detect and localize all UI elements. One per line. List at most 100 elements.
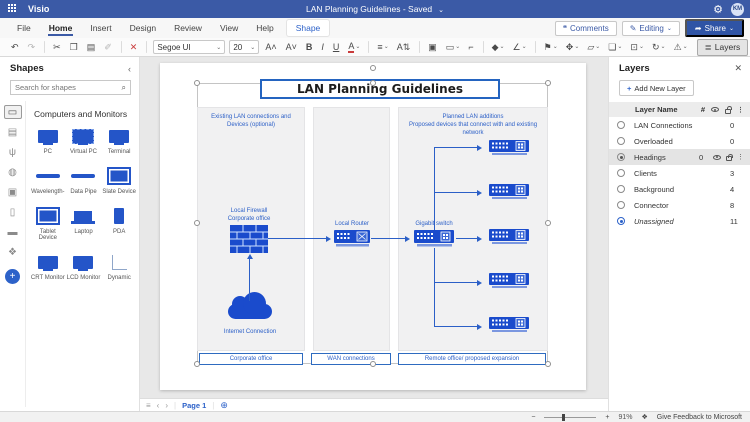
zoom-out-button[interactable]: − (531, 413, 536, 421)
grow-font[interactable]: A˄ (265, 41, 277, 52)
footer-remote-office[interactable]: Remote office/ proposed expansion (398, 353, 546, 365)
shape-item[interactable]: Dynamic (101, 253, 137, 281)
change-shape[interactable]: ⚠⌄ (673, 41, 688, 52)
gigabit-switch-shape[interactable] (413, 230, 455, 250)
connector-firewall-router[interactable] (268, 238, 328, 239)
app-launcher-icon[interactable] (8, 4, 18, 14)
stencil-pill[interactable]: ▬ (7, 226, 18, 238)
cut[interactable]: ✂ (53, 41, 61, 52)
connector[interactable]: ⌐ (468, 41, 474, 52)
tab-help[interactable]: Help (256, 23, 274, 33)
connector-router-switch[interactable] (371, 238, 407, 239)
tab-home[interactable]: Home (40, 20, 82, 36)
branch-line[interactable] (456, 238, 478, 239)
Clients[interactable]: Clients 3 ⋮ (609, 165, 750, 181)
selection-handle[interactable] (370, 80, 376, 86)
drawing-page[interactable]: LAN Planning Guidelines Existing LAN con… (160, 63, 586, 390)
more-options-icon[interactable]: ⋮ (737, 154, 744, 161)
collapse-panel-icon[interactable]: ‹ (128, 63, 131, 74)
avatar[interactable]: KM (731, 2, 744, 16)
layer-radio[interactable] (617, 153, 625, 161)
tab-design[interactable]: Design (129, 23, 157, 33)
Connector[interactable]: Connector 8 ⋮ (609, 197, 750, 213)
arrange[interactable]: ❏⌄ (608, 41, 623, 52)
router-shape[interactable] (333, 230, 371, 250)
feedback-link[interactable]: Give Feedback to Microsoft (656, 413, 742, 421)
selection-handle[interactable] (545, 80, 551, 86)
tab-view[interactable]: View (219, 23, 239, 33)
text-direction[interactable]: A⇅ (396, 41, 411, 52)
selection-handle[interactable] (370, 361, 376, 367)
document-title[interactable]: LAN Planning Guidelines - Saved⌄ (305, 4, 445, 14)
footer-corporate-office[interactable]: Corporate office (199, 353, 303, 365)
fit-to-window-icon[interactable]: ❖ (641, 414, 648, 421)
drawing-canvas[interactable]: LAN Planning Guidelines Existing LAN con… (140, 57, 608, 398)
shape-item[interactable]: Slate Device (101, 167, 137, 195)
gear-icon[interactable]: ⚙ (713, 3, 723, 16)
layer-radio[interactable] (617, 185, 625, 193)
shape-item[interactable]: PDA (101, 207, 137, 241)
internet-cloud-shape[interactable] (228, 292, 272, 319)
page-menu-icon[interactable]: ≡ (146, 400, 151, 410)
zoom-slider[interactable] (544, 413, 597, 421)
switch-shape[interactable] (488, 228, 530, 247)
fill-color[interactable]: ◆⌄ (491, 41, 505, 52)
layer-radio[interactable] (617, 201, 625, 209)
switch-shape[interactable] (488, 317, 530, 335)
Headings[interactable]: Headings 0 ⋮ (609, 149, 750, 165)
comments-button[interactable]: ❝Comments (554, 20, 617, 36)
share-button[interactable]: ➦Share⌄ (684, 19, 744, 37)
stencil-peripherals[interactable]: ◍ (8, 166, 17, 178)
container[interactable]: ⊡⌄ (630, 41, 644, 52)
copy[interactable]: ❐ (69, 41, 78, 52)
tab-shape[interactable]: Shape (286, 20, 330, 36)
selection-handle[interactable] (194, 80, 200, 86)
align-shapes[interactable]: ✥⌄ (565, 41, 580, 52)
layer-radio[interactable] (617, 137, 625, 145)
shape-item[interactable]: PC (30, 127, 66, 155)
italic[interactable]: I (321, 41, 324, 52)
format-painter[interactable]: ✐ (104, 41, 112, 52)
editing-mode-button[interactable]: ✎Editing⌄ (621, 20, 680, 36)
font-size-select[interactable]: 20⌄ (229, 40, 260, 54)
shape-item[interactable]: Data Pipe (66, 167, 102, 195)
zoom-level[interactable]: 91% (618, 413, 633, 421)
zoom-in-button[interactable]: + (605, 413, 610, 421)
shape-item[interactable]: Virtual PC (66, 127, 102, 155)
selection-handle[interactable] (545, 220, 551, 226)
add-new-layer-button[interactable]: +Add New Layer (619, 80, 694, 96)
branch-line[interactable] (434, 192, 478, 193)
paragraph-align[interactable]: ≡⌄ (377, 41, 389, 52)
switch-shape[interactable] (488, 272, 530, 291)
diagram-title-shape[interactable]: LAN Planning Guidelines (260, 79, 500, 99)
trunk-line-top[interactable] (434, 147, 435, 230)
layer-radio[interactable] (617, 121, 625, 129)
group[interactable]: ▱⌄ (587, 41, 601, 52)
selection-handle[interactable] (194, 220, 200, 226)
shape-item[interactable]: CRT Monitor (30, 253, 66, 281)
shape-style[interactable]: ▭⌄ (445, 41, 461, 52)
Background[interactable]: Background 4 ⋮ (609, 181, 750, 197)
shape-item[interactable]: Laptop (66, 207, 102, 241)
undo[interactable]: ↶ (11, 41, 19, 52)
font-color[interactable]: A⌄ (348, 40, 361, 53)
shape-item[interactable]: Tablet Device (30, 207, 66, 241)
position[interactable]: ⚑⌄ (543, 41, 558, 52)
page-tab[interactable]: Page 1 (182, 400, 207, 410)
line-color[interactable]: ∠⌄ (512, 41, 527, 52)
switch-shape[interactable] (488, 184, 530, 202)
shape-search-input[interactable] (15, 83, 122, 92)
font-family-select[interactable]: Segoe UI⌄ (153, 40, 226, 54)
branch-line[interactable] (434, 282, 478, 283)
layer-radio[interactable] (617, 169, 625, 177)
more-options-icon[interactable]: ⋮ (737, 106, 744, 114)
firewall-shape[interactable] (230, 225, 268, 255)
shape-item[interactable]: Terminal (101, 127, 137, 155)
layers-toggle-button[interactable]: ≣Layers (696, 38, 749, 56)
branch-line[interactable] (434, 326, 478, 327)
next-page-button[interactable]: › (165, 400, 169, 410)
footer-wan-connections[interactable]: WAN connections (311, 353, 391, 365)
bold[interactable]: B (305, 41, 313, 52)
visibility-icon[interactable] (713, 154, 721, 160)
stencil-mobile[interactable]: ▯ (9, 206, 16, 218)
